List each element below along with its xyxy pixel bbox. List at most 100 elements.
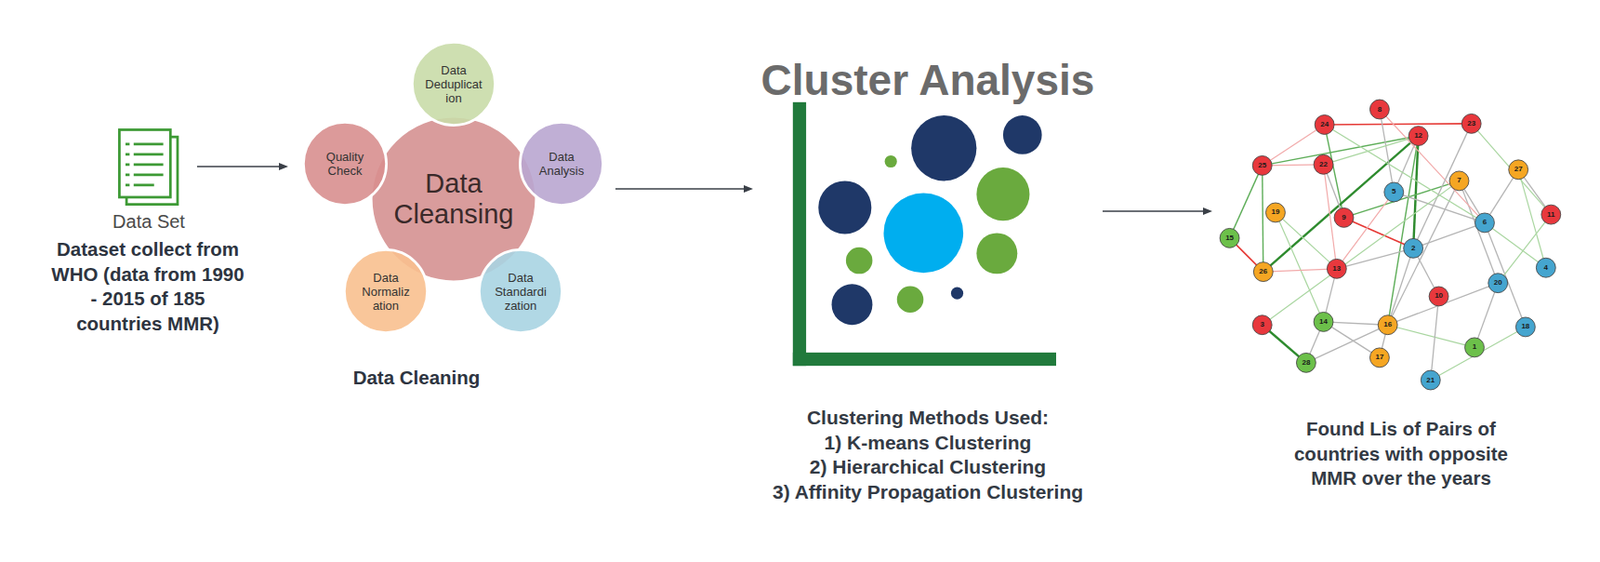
network-dot bbox=[1377, 315, 1398, 335]
circle-label: Data Deduplicat ion bbox=[420, 63, 488, 106]
node-number: 21 bbox=[1420, 374, 1442, 386]
bubble bbox=[818, 180, 872, 234]
dataset-node: Data Set bbox=[102, 122, 196, 233]
network-links bbox=[1229, 109, 1552, 381]
circle-shape bbox=[478, 249, 562, 332]
network-dot bbox=[1334, 207, 1354, 227]
network-dot bbox=[1313, 154, 1334, 174]
network-dot bbox=[1488, 273, 1508, 293]
circle-shape bbox=[519, 121, 603, 205]
network-link bbox=[1336, 248, 1414, 269]
node-text: 1) K-means Clustering bbox=[754, 430, 1101, 456]
network-link bbox=[1388, 248, 1414, 325]
network-dots bbox=[1219, 99, 1561, 390]
flow-arrow bbox=[1102, 207, 1213, 215]
cluster-chart bbox=[793, 102, 1057, 366]
network-dot bbox=[1541, 204, 1561, 225]
node-number: 22 bbox=[1313, 158, 1335, 171]
node-number: 6 bbox=[1474, 216, 1495, 228]
network-dot bbox=[1313, 311, 1334, 331]
circle-shape bbox=[343, 249, 427, 332]
network-dot bbox=[1252, 315, 1272, 335]
network-link bbox=[1262, 180, 1460, 325]
bubble bbox=[884, 193, 965, 274]
arrow-head bbox=[743, 185, 754, 193]
arrow-head bbox=[278, 162, 289, 171]
node-number: 27 bbox=[1507, 163, 1529, 175]
text-lines bbox=[125, 144, 164, 186]
network-dot bbox=[1449, 171, 1469, 191]
node-number: 13 bbox=[1326, 263, 1348, 275]
network-link bbox=[1275, 211, 1337, 268]
step-circle: Data Normaliz ation bbox=[343, 248, 429, 334]
network-dot bbox=[1252, 155, 1272, 175]
network-link bbox=[1459, 180, 1499, 283]
network-dot bbox=[1403, 238, 1424, 258]
network-dot bbox=[1535, 257, 1556, 278]
bubble bbox=[976, 232, 1018, 274]
network-link bbox=[1263, 135, 1419, 272]
network-dot bbox=[1314, 115, 1335, 135]
network-dot bbox=[1461, 113, 1481, 133]
node-number: 5 bbox=[1383, 185, 1404, 198]
network-link bbox=[1388, 282, 1499, 325]
network-link bbox=[1324, 123, 1472, 125]
node-number: 18 bbox=[1515, 320, 1536, 332]
node-number: 11 bbox=[1540, 209, 1561, 221]
node-number: 17 bbox=[1369, 351, 1390, 363]
bubble bbox=[976, 167, 1030, 221]
node-number: 7 bbox=[1449, 174, 1470, 186]
network-link bbox=[1323, 135, 1419, 165]
circle-label: Data Cleansing bbox=[383, 168, 524, 230]
network-link bbox=[1262, 165, 1264, 272]
network-link bbox=[1484, 222, 1526, 327]
node-number: 24 bbox=[1314, 119, 1336, 131]
network-dot bbox=[1420, 370, 1441, 390]
network-link bbox=[1471, 123, 1552, 215]
step-circle: Data Analysis bbox=[518, 120, 605, 207]
flow-arrow bbox=[615, 185, 754, 193]
front-page bbox=[119, 129, 171, 197]
node-number: 16 bbox=[1377, 318, 1399, 331]
arrow-line bbox=[1102, 210, 1204, 212]
network-link bbox=[1430, 295, 1440, 380]
network-link bbox=[1379, 109, 1394, 193]
bubble bbox=[1003, 115, 1043, 155]
bubble bbox=[951, 287, 964, 300]
node-number: 14 bbox=[1313, 316, 1335, 328]
x-axis bbox=[793, 352, 1057, 366]
node-number: 28 bbox=[1295, 357, 1317, 369]
network-dot bbox=[1369, 99, 1389, 120]
node-number: 15 bbox=[1219, 232, 1241, 244]
step-circle: Quality Check bbox=[302, 120, 388, 207]
network-link bbox=[1229, 165, 1263, 239]
node-number: 20 bbox=[1487, 277, 1508, 289]
node-number: 4 bbox=[1535, 262, 1557, 274]
circle-label: Data Standardi zation bbox=[487, 270, 555, 313]
circle-shape bbox=[411, 41, 495, 125]
network-link bbox=[1388, 324, 1475, 347]
circle-shape bbox=[303, 121, 386, 205]
step-circle: Data Standardi zation bbox=[477, 248, 564, 334]
node-number: 12 bbox=[1408, 130, 1429, 142]
step-circle: Data Deduplicat ion bbox=[410, 40, 497, 127]
circle-label: Quality Check bbox=[311, 149, 379, 178]
node-number: 19 bbox=[1265, 206, 1286, 218]
network-dot bbox=[1408, 126, 1429, 146]
node-number: 26 bbox=[1253, 265, 1274, 278]
node-text: 2) Hierarchical Clustering bbox=[754, 454, 1101, 480]
network-dot bbox=[1515, 317, 1535, 337]
node-number: 8 bbox=[1369, 104, 1390, 116]
network-link bbox=[1324, 124, 1485, 223]
arrow-line bbox=[197, 165, 279, 167]
arrow-head bbox=[1203, 207, 1213, 215]
dataset-description: Dataset collect from WHO (data from 1990… bbox=[49, 237, 247, 336]
document-icon bbox=[119, 129, 178, 204]
network-dot bbox=[1219, 227, 1240, 248]
node-text: 3) Affinity Propagation Clustering bbox=[754, 479, 1101, 505]
bubble bbox=[897, 285, 925, 313]
node-text: Data Set bbox=[102, 210, 196, 233]
node-number: 2 bbox=[1402, 242, 1424, 254]
network-link bbox=[1430, 326, 1526, 380]
